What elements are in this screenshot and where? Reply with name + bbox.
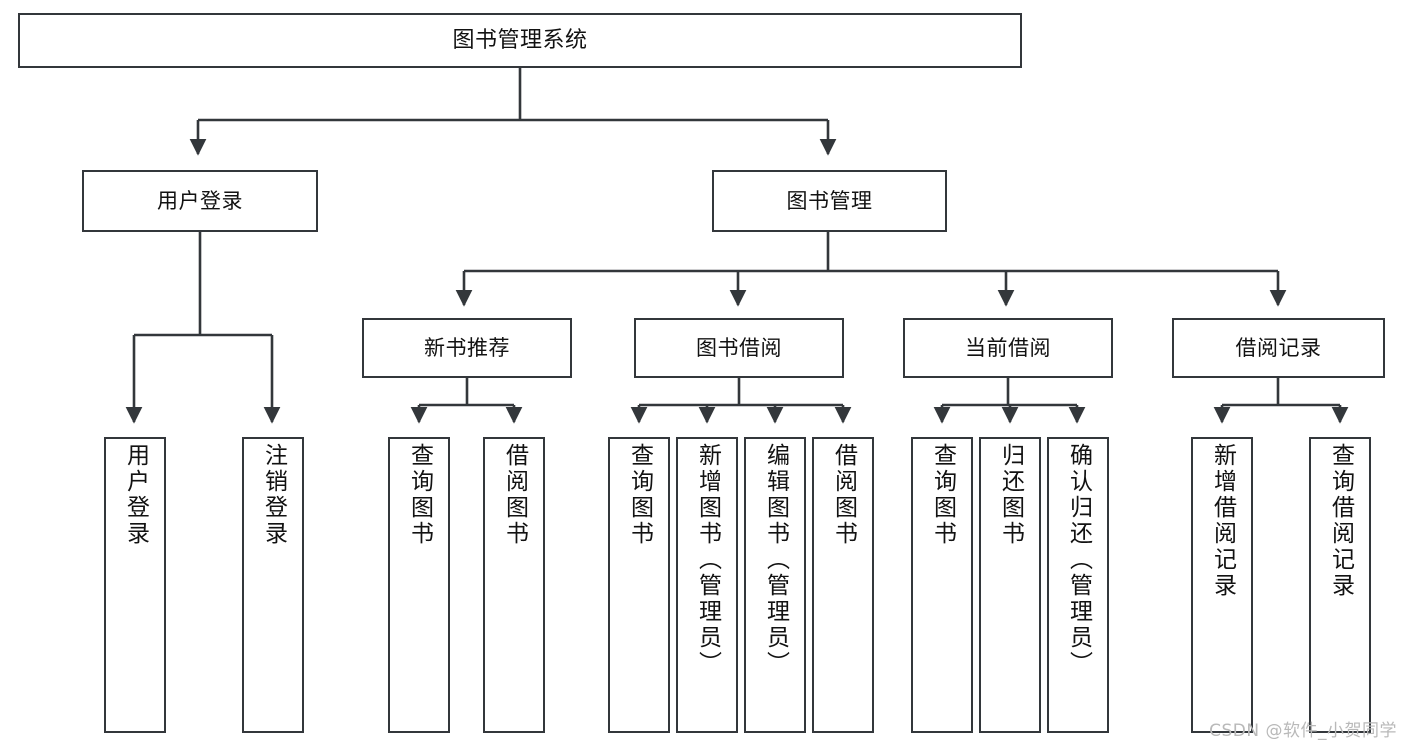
- node-label: 图书管理: [786, 188, 873, 213]
- leaf-logout[interactable]: 注销登录: [242, 437, 304, 733]
- node-user-login[interactable]: 用户登录: [82, 170, 318, 232]
- node-label: 新增借阅记录: [1209, 443, 1236, 599]
- node-label: 确认归还（管理员）: [1065, 443, 1092, 677]
- leaf-query-book-3[interactable]: 查询图书: [911, 437, 973, 733]
- leaf-query-borrow-record[interactable]: 查询借阅记录: [1309, 437, 1371, 733]
- leaf-borrow-book-2[interactable]: 借阅图书: [812, 437, 874, 733]
- csdn-watermark: CSDN @软件_小贺同学: [1209, 721, 1397, 741]
- node-label: 借阅记录: [1235, 335, 1322, 360]
- leaf-user-login[interactable]: 用户登录: [104, 437, 166, 733]
- leaf-add-book-admin[interactable]: 新增图书（管理员）: [676, 437, 738, 733]
- leaf-confirm-return-admin[interactable]: 确认归还（管理员）: [1047, 437, 1109, 733]
- node-label: 借阅图书: [830, 443, 857, 547]
- node-label: 新书推荐: [424, 335, 510, 360]
- node-label: 新增图书（管理员）: [694, 443, 721, 677]
- leaf-return-book[interactable]: 归还图书: [979, 437, 1041, 733]
- leaf-query-book-1[interactable]: 查询图书: [388, 437, 450, 733]
- node-label: 归还图书: [997, 443, 1024, 547]
- node-book-management[interactable]: 图书管理: [712, 170, 947, 232]
- leaf-add-borrow-record[interactable]: 新增借阅记录: [1191, 437, 1253, 733]
- node-label: 查询图书: [626, 443, 653, 547]
- node-label: 用户登录: [122, 443, 149, 547]
- node-borrowing-record[interactable]: 借阅记录: [1172, 318, 1385, 378]
- node-label: 查询图书: [929, 443, 956, 547]
- node-label: 用户登录: [157, 188, 243, 213]
- leaf-borrow-book-1[interactable]: 借阅图书: [483, 437, 545, 733]
- node-label: 图书管理系统: [452, 27, 588, 53]
- node-current-borrowing[interactable]: 当前借阅: [903, 318, 1113, 378]
- node-label: 图书借阅: [696, 335, 782, 360]
- node-label: 查询图书: [406, 443, 433, 547]
- node-new-book-recommendation[interactable]: 新书推荐: [362, 318, 572, 378]
- node-label: 查询借阅记录: [1327, 443, 1354, 599]
- node-label: 当前借阅: [965, 335, 1051, 360]
- node-label: 编辑图书（管理员）: [762, 443, 789, 677]
- node-label: 注销登录: [260, 443, 287, 547]
- leaf-edit-book-admin[interactable]: 编辑图书（管理员）: [744, 437, 806, 733]
- leaf-query-book-2[interactable]: 查询图书: [608, 437, 670, 733]
- node-root-book-management-system[interactable]: 图书管理系统: [18, 13, 1022, 68]
- node-label: 借阅图书: [501, 443, 528, 547]
- node-book-borrowing[interactable]: 图书借阅: [634, 318, 844, 378]
